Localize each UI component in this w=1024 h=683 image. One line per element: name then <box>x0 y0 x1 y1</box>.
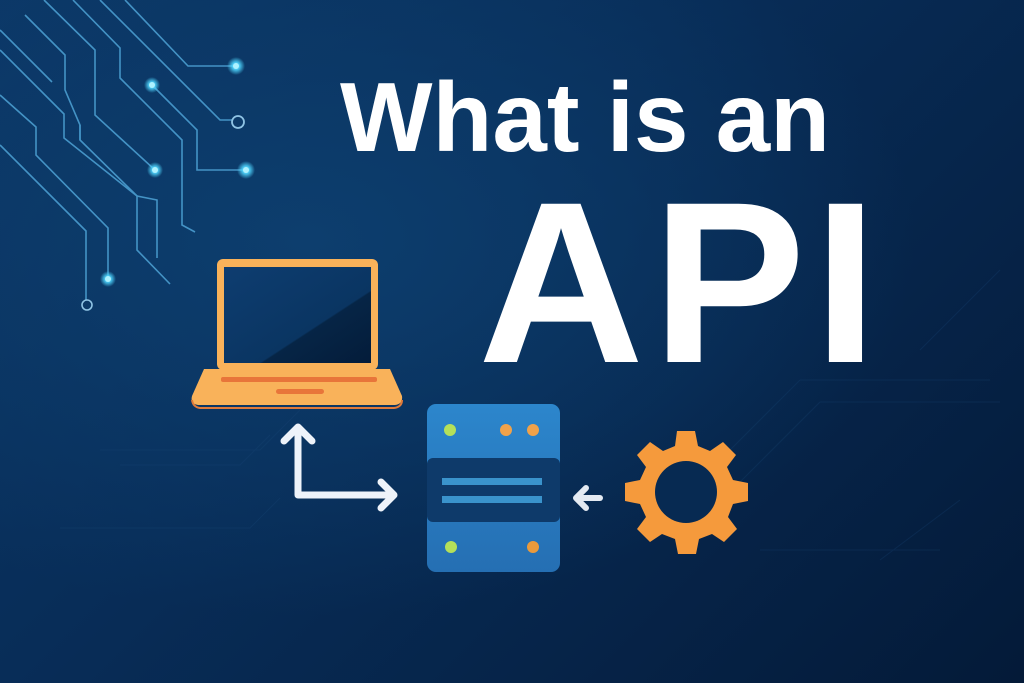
headline-line-1: What is an <box>340 62 831 172</box>
status-led-orange <box>527 541 539 553</box>
headline-line-2-api: API <box>478 154 886 411</box>
status-led-green <box>444 424 456 436</box>
laptop-icon <box>191 259 403 409</box>
status-led-orange <box>527 424 539 436</box>
status-led-green <box>445 541 457 553</box>
gear-icon <box>625 431 748 554</box>
arrow-left-icon <box>573 485 603 511</box>
server-icon <box>427 404 560 572</box>
circuit-nodes <box>81 57 255 311</box>
circuit-lines <box>0 0 246 300</box>
faint-grid <box>60 269 1001 561</box>
elbow-arrow-icon <box>280 423 398 512</box>
status-led-orange <box>500 424 512 436</box>
